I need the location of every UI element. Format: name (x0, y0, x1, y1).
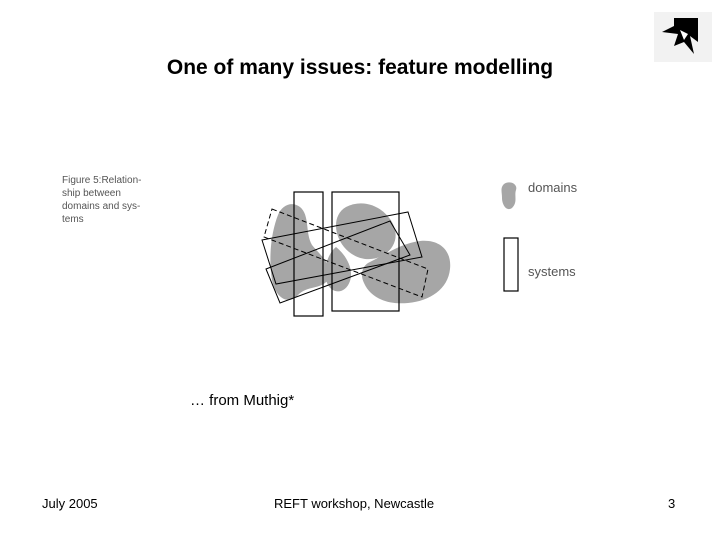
system-frame (265, 220, 411, 304)
footer-date: July 2005 (42, 496, 98, 511)
system-legend-swatch (503, 237, 519, 292)
slide-title: One of many issues: feature modelling (166, 56, 554, 79)
figure-caption: Figure 5:Relation- ship between domains … (62, 174, 162, 226)
figure-legend: domains systems (498, 176, 608, 296)
system-frame (263, 208, 429, 298)
source-note: … from Muthig* (190, 392, 295, 409)
bird-logo-icon (654, 12, 712, 62)
domain-blob (361, 240, 451, 304)
figure-caption-line: domains and sys- (62, 201, 141, 212)
figure-caption-line: ship between (62, 188, 121, 199)
page-number: 3 (668, 496, 676, 511)
domain-blob (270, 204, 330, 300)
legend-systems-label: systems (528, 264, 576, 279)
figure-caption-line: tems (62, 214, 84, 225)
system-frame (293, 191, 324, 317)
system-frame (331, 191, 400, 312)
legend-domains-label: domains (528, 180, 578, 195)
domains-systems-figure (250, 185, 460, 320)
figure-caption-line: Figure 5:Relation- (62, 175, 142, 186)
system-frame (261, 211, 423, 285)
footer-event: REFT workshop, Newcastle (274, 496, 435, 511)
domain-legend-swatch (501, 182, 517, 210)
domain-blob (336, 203, 396, 260)
